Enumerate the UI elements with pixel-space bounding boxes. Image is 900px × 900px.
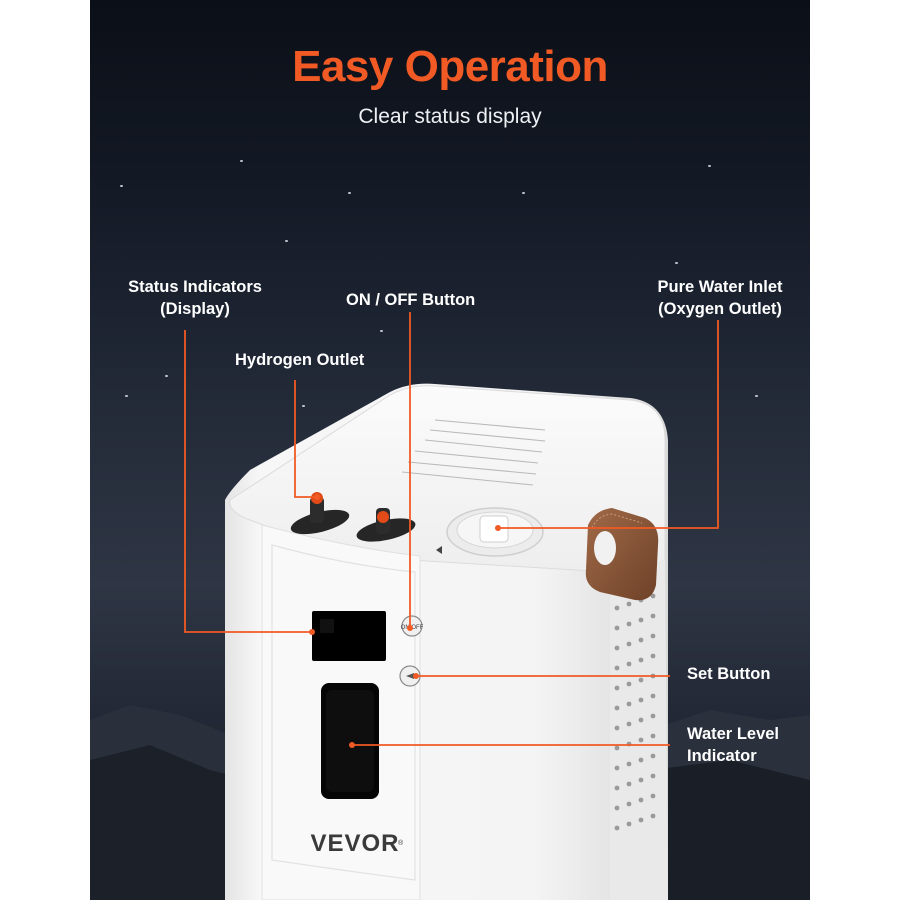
hydrogen-generator-device: ON/OFF VEVOR ® (184, 312, 719, 900)
star-icon (240, 160, 243, 162)
label-status-indicators: Status Indicators (Display) (128, 278, 262, 318)
label-hydrogen-outlet: Hydrogen Outlet (235, 351, 365, 369)
label-set-button: Set Button (687, 665, 771, 683)
star-icon (380, 330, 383, 332)
star-icon (755, 395, 758, 397)
leather-strap-icon (585, 508, 659, 601)
mountain-silhouette (90, 705, 810, 900)
page-subtitle: Clear status display (358, 105, 542, 128)
star-icon (348, 192, 351, 194)
star-icon (675, 262, 678, 264)
label-on-off-button: ON / OFF Button (346, 291, 476, 309)
hydrogen-nozzle-icon (310, 492, 390, 534)
label-water-level-indicator: Water Level Indicator (687, 725, 780, 765)
page-title: Easy Operation (292, 42, 608, 91)
star-icon (125, 395, 128, 397)
product-photo: ON/OFF VEVOR ® (90, 0, 810, 900)
star-icon (522, 192, 525, 194)
svg-text:®: ® (398, 839, 404, 847)
svg-text:VEVOR: VEVOR (310, 830, 399, 857)
label-pure-water-inlet: Pure Water Inlet (Oxygen Outlet) (657, 278, 783, 318)
star-icon (120, 185, 123, 187)
star-icon (708, 165, 711, 167)
star-icon (165, 375, 168, 377)
star-icon (285, 240, 288, 242)
star-icon (302, 405, 305, 407)
